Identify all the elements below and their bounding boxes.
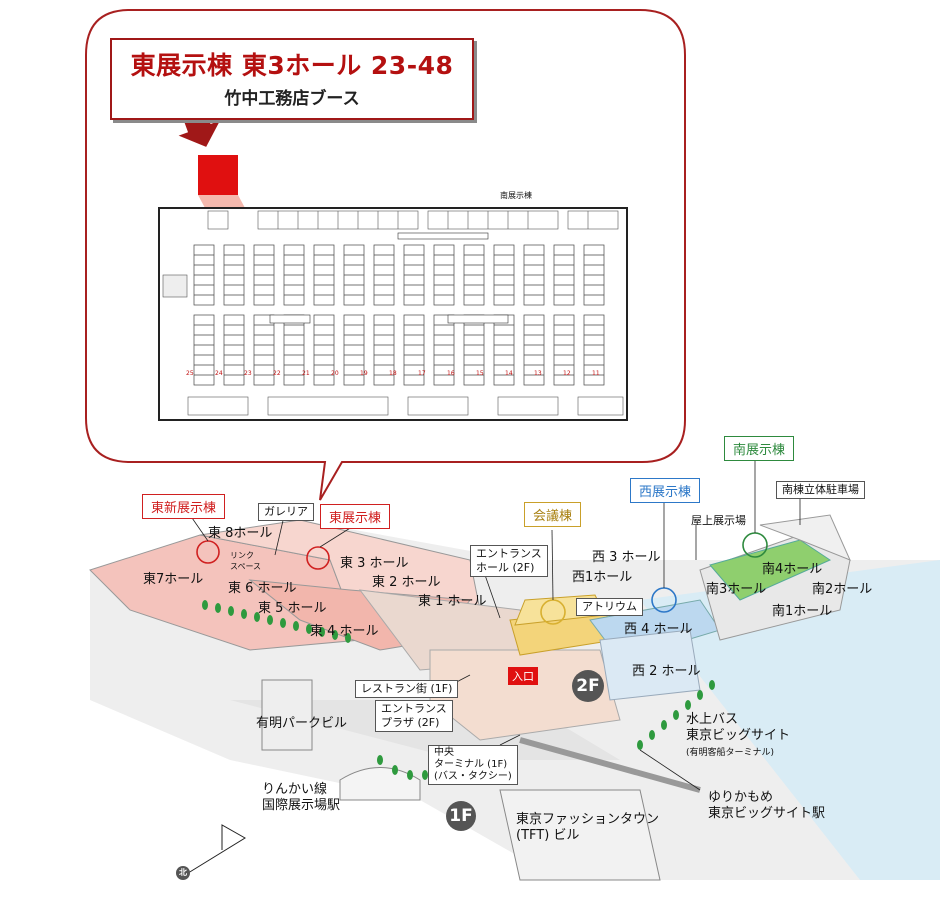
booth-number: 21: [302, 370, 310, 377]
hall-s3: 南3ホール: [706, 582, 767, 597]
tree: [319, 627, 325, 637]
tree: [254, 612, 260, 622]
place-tft: 東京ファッションタウン (TFT) ビル: [516, 812, 660, 843]
tree: [280, 618, 286, 628]
floor-plan-top-label: 南展示棟: [500, 191, 532, 200]
booth-number: 18: [389, 370, 397, 377]
category-west: 西展示棟: [630, 478, 701, 503]
place-water-bus-sub: (有明客船ターミナル): [686, 748, 775, 758]
booth-number: 25: [186, 370, 194, 377]
place-park-building: 有明パークビル: [256, 716, 348, 731]
booth-number: 14: [505, 370, 513, 377]
floor-plan: [158, 207, 628, 421]
tree: [241, 609, 247, 619]
hall-s1: 南1ホール: [772, 604, 833, 619]
booth-block: [193, 314, 215, 386]
place-water-bus: 水上バス 東京ビッグサイト: [686, 712, 791, 743]
entrance-marker: 入口: [508, 667, 538, 685]
booth-block: [433, 314, 455, 386]
tree: [649, 730, 655, 740]
booth-title-box: 東展示棟 東3ホール 23-48 竹中工務店ブース: [110, 38, 474, 120]
booth-block: [373, 314, 395, 386]
hall-e5: 東 5 ホール: [258, 601, 327, 616]
booth-block: [403, 314, 425, 386]
hall-e1: 東 1 ホール: [418, 594, 487, 609]
label-south-parking: 南棟立体駐車場: [776, 481, 865, 499]
tree: [697, 690, 703, 700]
hall-e6: 東 6 ホール: [228, 581, 297, 596]
hall-w4: 西 4 ホール: [624, 622, 693, 637]
tree: [202, 600, 208, 610]
tree: [377, 755, 383, 765]
booth-number: 19: [360, 370, 368, 377]
hall-e7: 東7ホール: [143, 572, 204, 587]
label-central-terminal: 中央 ターミナル (1F) (バス・タクシー): [428, 745, 518, 785]
booth-number: 13: [534, 370, 542, 377]
floor-1f-marker: 1F: [446, 801, 476, 831]
booth-number: 12: [563, 370, 571, 377]
booth-number: 11: [592, 370, 600, 377]
hall-e4: 東 4 ホール: [310, 624, 379, 639]
hall-e2: 東 2 ホール: [372, 575, 441, 590]
category-conference: 会議棟: [524, 502, 582, 527]
label-galleria: ガレリア: [258, 503, 314, 521]
floor-2f-marker: 2F: [572, 670, 604, 702]
booth-number: 15: [476, 370, 484, 377]
hall-s4: 南4ホール: [762, 562, 823, 577]
booth-subtitle: 竹中工務店ブース: [224, 89, 360, 109]
booth-number: 17: [418, 370, 426, 377]
booth-block: [523, 314, 545, 386]
tree: [673, 710, 679, 720]
booth-block: [313, 314, 335, 386]
booth-block: [223, 314, 245, 386]
booth-block: [343, 314, 365, 386]
tree: [422, 770, 428, 780]
label-restaurant: レストラン街 (1F): [355, 680, 459, 698]
tree: [685, 700, 691, 710]
tree: [407, 770, 413, 780]
tree: [345, 633, 351, 643]
tree: [637, 740, 643, 750]
category-south: 南展示棟: [724, 436, 795, 461]
label-entrance-hall: エントランス ホール (2F): [470, 545, 548, 577]
category-east: 東展示棟: [320, 504, 391, 529]
label-rooftop: 屋上展示場: [691, 514, 746, 527]
booth-block: [553, 314, 575, 386]
tree: [332, 630, 338, 640]
tree: [228, 606, 234, 616]
tree: [267, 615, 273, 625]
tree: [709, 680, 715, 690]
booth-number: 22: [273, 370, 281, 377]
north-marker: 北: [176, 866, 190, 880]
place-yurikamome: ゆりかもめ 東京ビッグサイト駅: [708, 790, 826, 821]
booth-block: [583, 314, 605, 386]
hall-e3: 東 3 ホール: [340, 556, 409, 571]
tree: [306, 624, 312, 634]
booth-number: 24: [215, 370, 223, 377]
booth-title: 東展示棟 東3ホール 23-48: [130, 51, 454, 80]
tree: [293, 621, 299, 631]
booth-number: 23: [244, 370, 252, 377]
tree: [392, 765, 398, 775]
label-entrance-plaza: エントランス プラザ (2F): [375, 700, 453, 732]
hall-w1: 西1ホール: [572, 570, 633, 585]
tree: [661, 720, 667, 730]
booth-number: 20: [331, 370, 339, 377]
hall-w2: 西 2 ホール: [632, 664, 701, 679]
tree: [215, 603, 221, 613]
label-atrium: アトリウム: [576, 598, 643, 616]
hall-s2: 南2ホール: [812, 582, 873, 597]
booth-block: [253, 314, 275, 386]
category-east-new: 東新展示棟: [142, 494, 226, 519]
hall-e8: 東 8ホール: [208, 526, 273, 541]
hall-w3: 西 3 ホール: [592, 550, 661, 565]
hall-link: リンク スペース: [230, 551, 262, 571]
place-rinkai: りんかい線 国際展示場駅: [262, 782, 341, 813]
booth-number: 16: [447, 370, 455, 377]
